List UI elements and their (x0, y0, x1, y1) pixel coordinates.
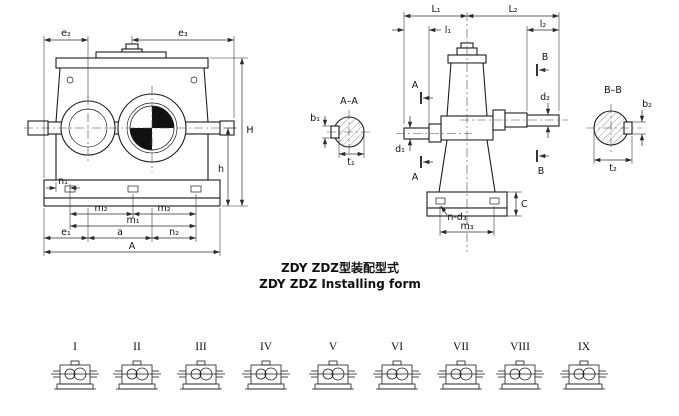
variant-item: VIII (495, 341, 545, 390)
dim-label-H: H (246, 125, 253, 136)
variant-item: VII (436, 341, 486, 390)
variant-figure (50, 360, 100, 390)
variant-label: II (133, 341, 141, 353)
section-aa-title: A–A (340, 96, 358, 107)
variant-label: III (195, 341, 207, 353)
variant-item: I (50, 341, 100, 390)
input-boss (428, 123, 442, 143)
section-label-A-bottom: A (412, 172, 419, 183)
variant-figure (176, 360, 226, 390)
dim-label-b2: b₂ (642, 99, 652, 110)
bolt-hole-icon (66, 76, 74, 84)
caption: ZDY ZDZ型装配型式 ZDY ZDZ Installing form (259, 260, 421, 291)
bolt-hole-icon (190, 76, 198, 84)
variant-figure (112, 360, 162, 390)
base-slot (190, 185, 202, 193)
base-pad (43, 197, 221, 207)
dim-label-m1: m₁ (126, 215, 139, 226)
caption-english: ZDY ZDZ Installing form (259, 277, 421, 291)
dim-label-t1: t₁ (347, 157, 355, 168)
base-slot (489, 197, 500, 205)
variant-figure (436, 360, 486, 390)
section-label-B-bottom: B (538, 166, 545, 177)
dim-label-l2: l₂ (540, 19, 547, 30)
dim-label-L1: L₁ (431, 4, 440, 15)
dim-label-e2: e₂ (61, 28, 71, 39)
caption-chinese: ZDY ZDZ型装配型式 (281, 260, 399, 275)
dim-label-e3: e₃ (178, 28, 188, 39)
dim-label-d2: d₂ (540, 92, 550, 103)
top-cap (55, 57, 209, 69)
variant-item: VI (372, 341, 422, 390)
output-shaft-thin (526, 114, 560, 127)
inspection-cover (95, 51, 167, 59)
variant-label: VII (453, 341, 469, 353)
center-mark-quadrant (152, 106, 174, 128)
variants-row: I II III IV V VI VII VIII (50, 341, 609, 390)
variant-figure (495, 360, 545, 390)
base-flange (43, 179, 221, 199)
dim-label-n1: n₁ (58, 176, 68, 187)
variant-label: I (73, 341, 77, 353)
dim-label-C: C (521, 199, 528, 210)
dim-label-m2-right: m₂ (157, 203, 170, 214)
dim-label-L2: L₂ (508, 4, 517, 15)
variant-item: V (308, 341, 358, 390)
dim-label-e1: e₁ (61, 227, 71, 238)
variant-label: VIII (510, 341, 530, 353)
variant-item: IV (241, 341, 291, 390)
dim-label-a: a (117, 227, 123, 238)
section-bb-title: B–B (604, 85, 622, 96)
variant-item: IX (559, 341, 609, 390)
dim-label-l1: l₁ (445, 25, 452, 36)
section-label-A-top: A (412, 80, 419, 91)
dim-label-m3: m₃ (460, 221, 473, 232)
breather-cap (125, 43, 139, 50)
dim-label-m2-left: m₂ (94, 203, 107, 214)
variant-item: III (176, 341, 226, 390)
section-aa: A–A b₁ t₁ (310, 96, 371, 168)
dim-label-d1: d₁ (395, 144, 405, 155)
dim-label-b1: b₁ (310, 113, 320, 124)
front-view-dimensions: e₂ e₃ H h n₁ m₂ m₂ m₁ e₁ a n₂ A (43, 28, 254, 256)
variant-item: II (112, 341, 162, 390)
section-label-B-top: B (542, 52, 549, 63)
variant-label: V (329, 341, 338, 353)
base-slot (435, 197, 446, 205)
dim-label-n2: n₂ (169, 227, 179, 238)
dim-label-n-d3: n-d₃ (447, 212, 466, 223)
variant-figure (559, 360, 609, 390)
variant-label: IV (260, 341, 273, 353)
dim-label-t2: t₂ (609, 163, 617, 174)
variant-figure (241, 360, 291, 390)
dim-label-A: A (129, 241, 136, 252)
variant-figure (308, 360, 358, 390)
front-view (24, 43, 240, 207)
variant-label: VI (391, 341, 403, 353)
side-view-dimensions: L₁ L₂ l₁ l₂ A A B B d₁ d₂ C n-d (392, 4, 560, 236)
dim-label-h: h (218, 164, 224, 175)
variant-label: IX (578, 341, 591, 353)
section-bb: B–B b₂ t₂ (586, 85, 652, 174)
center-mark-quadrant (130, 128, 152, 150)
side-view (396, 12, 568, 252)
base-slot (127, 185, 139, 193)
variant-figure (372, 360, 422, 390)
